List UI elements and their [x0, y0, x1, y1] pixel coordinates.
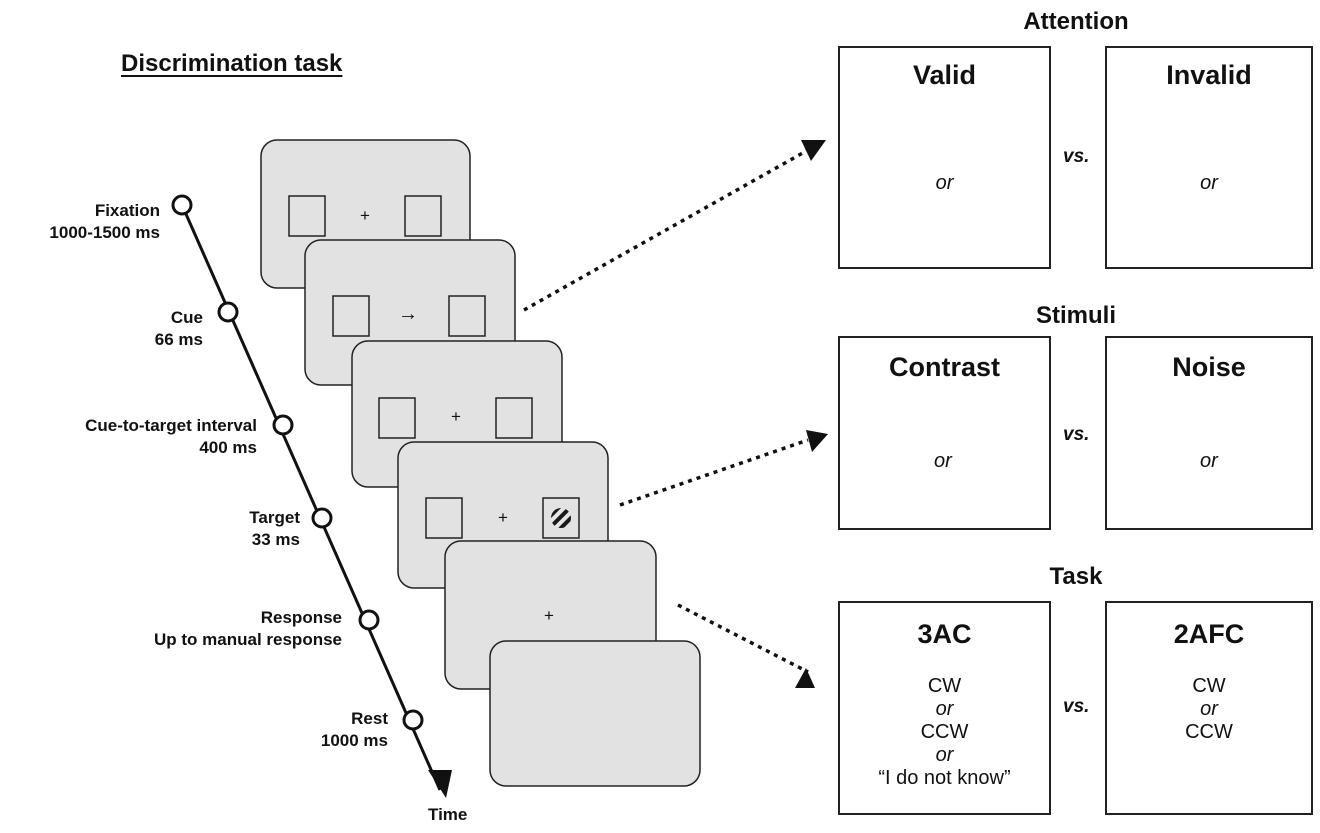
- event-duration: 66 ms: [154, 330, 203, 349]
- or-label: or: [934, 450, 952, 472]
- target-grating: [551, 508, 571, 528]
- panel-title: 3AC: [917, 619, 972, 649]
- event-duration: 33 ms: [251, 530, 300, 549]
- event-label: Response: [260, 608, 342, 627]
- panel-invalid: Invalid or: [1105, 46, 1313, 269]
- event-target: Target 33 ms: [249, 507, 300, 551]
- event-label: Target: [249, 508, 300, 527]
- section-heading-attention: Attention: [1023, 8, 1129, 35]
- or-label: or: [1200, 172, 1218, 194]
- fixation-cross: +: [498, 508, 508, 527]
- option-ccw: CCW: [920, 721, 969, 743]
- time-axis-label: Time: [428, 805, 468, 824]
- fixation-cross: +: [451, 407, 461, 426]
- timeline-arrowhead: [428, 770, 452, 798]
- event-duration: 1000-1500 ms: [49, 223, 160, 242]
- panel-valid: Valid or: [838, 46, 1051, 269]
- section-heading-task: Task: [1049, 563, 1103, 590]
- page-title: Discrimination task: [121, 50, 343, 77]
- option-cw: CW: [927, 675, 962, 697]
- cue-arrow: →: [398, 303, 418, 325]
- panel-title: Valid: [912, 60, 977, 90]
- panel-title: Invalid: [1166, 60, 1252, 90]
- or-label: or: [935, 744, 954, 766]
- event-label: Cue-to-target interval: [85, 416, 257, 435]
- vs-label: vs.: [1063, 424, 1090, 445]
- event-duration: Up to manual response: [154, 630, 342, 649]
- section-heading-stimuli: Stimuli: [1035, 302, 1116, 329]
- or-label: or: [935, 172, 954, 194]
- event-label: Rest: [351, 709, 388, 728]
- fixation-cross: +: [544, 606, 554, 625]
- event-cue: Cue 66 ms: [155, 307, 203, 351]
- event-cue-to-target: Cue-to-target interval 400 ms: [85, 415, 257, 459]
- event-label: Fixation: [94, 201, 160, 220]
- fixation-cross: +: [360, 206, 370, 225]
- vs-label: vs.: [1063, 696, 1090, 717]
- option-dont-know: “I do not know”: [878, 767, 1011, 789]
- option-cw: CW: [1192, 675, 1226, 697]
- option-ccw: CCW: [1185, 721, 1233, 743]
- panel-title: 2AFC: [1173, 619, 1245, 649]
- or-label: or: [935, 698, 954, 720]
- event-response: Response Up to manual response: [154, 607, 342, 651]
- event-duration: 1000 ms: [320, 731, 388, 750]
- event-duration: 400 ms: [199, 438, 257, 457]
- connector-arrowheads: [795, 140, 828, 688]
- panel-title: Contrast: [888, 352, 1000, 382]
- panel-contrast: Contrast or: [838, 336, 1051, 530]
- screen-rest: [489, 640, 701, 787]
- panel-title: Noise: [1172, 352, 1246, 382]
- panel-noise: Noise or: [1105, 336, 1313, 530]
- timeline-markers: [171, 194, 424, 731]
- vs-label: vs.: [1063, 146, 1090, 167]
- event-rest: Rest 1000 ms: [321, 708, 388, 752]
- panel-2afc: 2AFC CW or CCW: [1105, 601, 1313, 815]
- panel-3ac: 3AC CW or CCW or “I do not know”: [838, 601, 1051, 815]
- event-fixation: Fixation 1000-1500 ms: [49, 200, 160, 244]
- connector-arrows: [523, 148, 809, 674]
- or-label: or: [1200, 698, 1218, 720]
- or-label: or: [1200, 450, 1218, 472]
- event-label: Cue: [170, 308, 203, 327]
